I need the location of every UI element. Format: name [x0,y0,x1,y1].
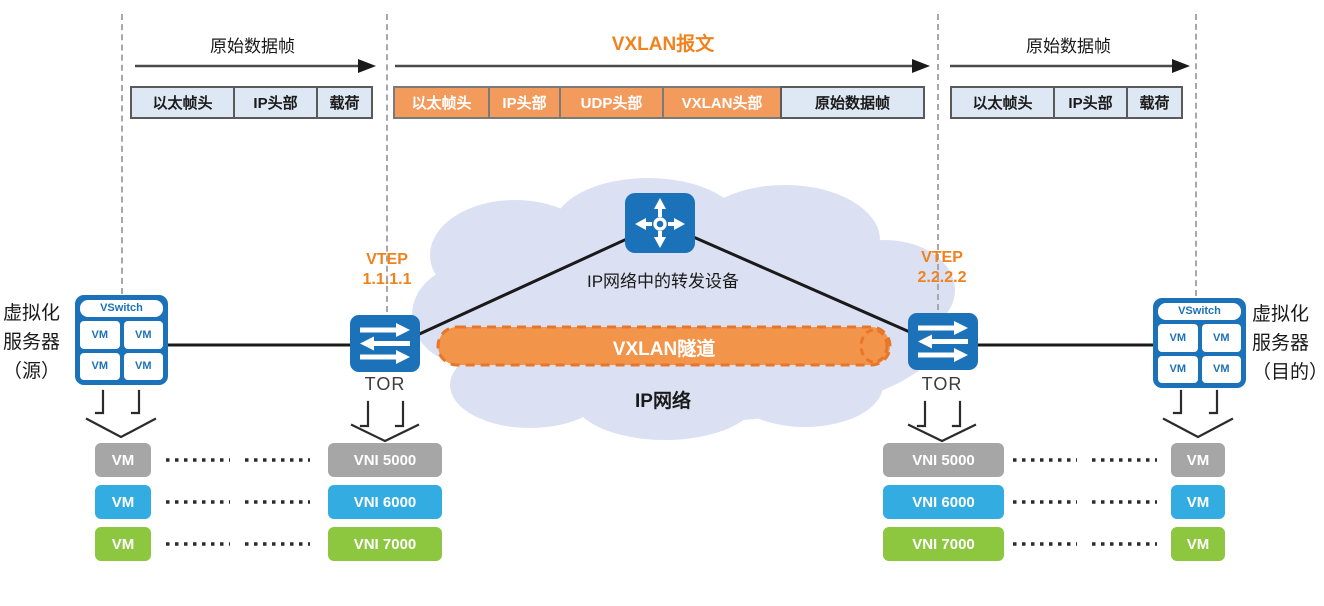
separator-line-3 [937,14,939,310]
vxlan-frame-label: VXLAN报文 [611,34,715,55]
right-vm-row: VM [1171,527,1225,561]
frame-cell: 载荷 [316,86,373,119]
separator-line-4 [1195,14,1197,296]
right-server-label: 虚拟化 服务器 （目的） [1252,304,1324,383]
ip-network-label: IP网络 [635,391,691,412]
left-vm-row: VM [95,443,151,477]
right-tor-switch-icon [908,313,978,370]
frame-cell: IP头部 [1053,86,1128,119]
left-vm-row: VM [95,527,151,561]
left-tor-label: TOR [364,374,406,394]
frame-cell: 以太帧头 [950,86,1055,119]
vxlan-packet-frame: 以太帧头 IP头部 UDP头部 VXLAN头部 原始数据帧 [393,86,925,119]
down-arrows [85,389,1234,443]
vm-badge: VM [123,321,163,349]
mapping-dotted-lines [166,458,1157,546]
frame-cell: IP头部 [488,86,561,119]
right-vm-row: VM [1171,443,1225,477]
right-tor-label: TOR [921,374,963,394]
frame-cell: IP头部 [233,86,318,119]
vm-badge: VM [80,352,120,380]
original-frame-right: 以太帧头 IP头部 载荷 [950,86,1183,119]
left-vni-row: VNI 5000 [328,443,442,477]
left-tor-switch-icon [350,315,420,372]
right-vm-row: VM [1171,485,1225,519]
right-frame-label: 原始数据帧 [1026,37,1111,56]
vxlan-tunnel [436,325,892,367]
separator-line-2 [386,14,388,312]
vm-badge: VM [123,352,163,380]
right-vni-row: VNI 6000 [883,485,1004,519]
vm-badge: VM [1201,355,1241,383]
vm-badge: VM [1201,324,1241,352]
frame-cell: 原始数据帧 [780,86,925,119]
right-vni-row: VNI 7000 [883,527,1004,561]
original-frame-left: 以太帧头 IP头部 载荷 [130,86,373,119]
right-server-icon: VSwitch VM VM VM VM [1153,298,1246,388]
left-vni-row: VNI 7000 [328,527,442,561]
vm-badge: VM [1158,355,1198,383]
vm-badge: VM [1158,324,1198,352]
frame-cell: 载荷 [1126,86,1183,119]
right-vni-row: VNI 5000 [883,443,1004,477]
left-server-icon: VSwitch VM VM VM VM [75,295,168,385]
left-vni-row: VNI 6000 [328,485,442,519]
frame-cell: 以太帧头 [130,86,235,119]
router-label: IP网络中的转发设备 [586,272,740,291]
vswitch-badge: VSwitch [1158,303,1241,320]
vswitch-badge: VSwitch [80,300,163,317]
vxlan-tunnel-label: VXLAN隧道 [612,339,716,360]
router-icon [625,193,695,253]
frame-cell: VXLAN头部 [662,86,782,119]
frame-cell: 以太帧头 [393,86,490,119]
left-frame-label: 原始数据帧 [210,37,295,56]
left-server-label: 虚拟化 服务器 （源） [3,303,61,382]
left-vm-row: VM [95,485,151,519]
vm-badge: VM [80,321,120,349]
separator-line-1 [121,14,123,294]
connection-lines [166,230,1154,347]
frame-cell: UDP头部 [559,86,664,119]
